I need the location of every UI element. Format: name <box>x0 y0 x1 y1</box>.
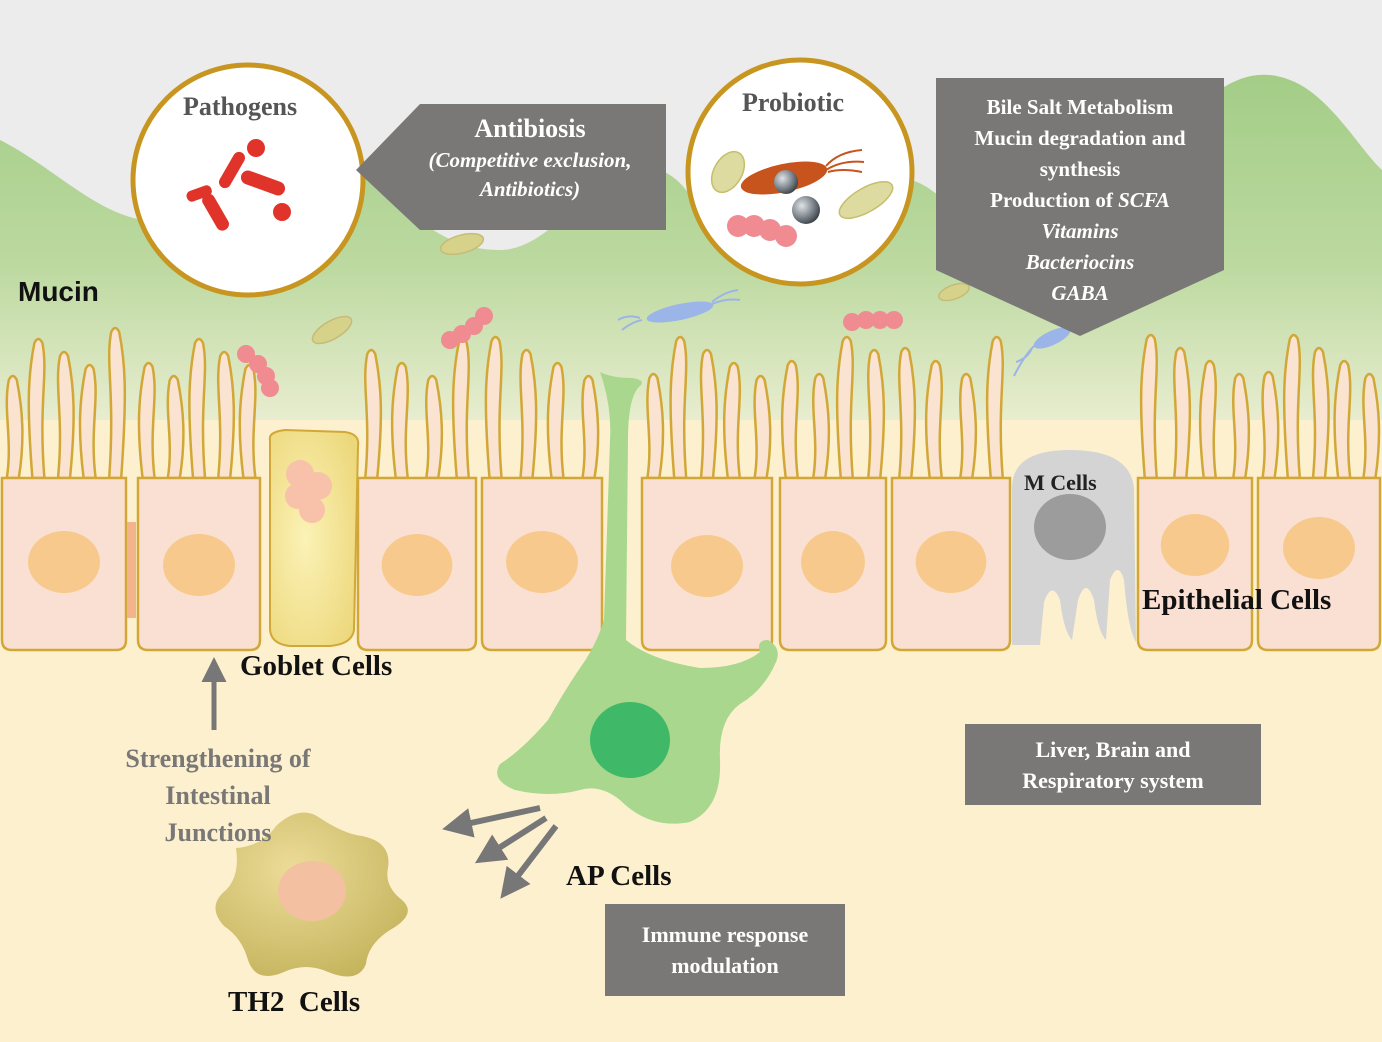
functions-line3: synthesis <box>1039 157 1121 181</box>
antibiosis-title: Antibiosis <box>474 114 586 143</box>
ap-cell <box>497 372 778 824</box>
pathogens-label: Pathogens <box>183 92 298 121</box>
probiotic-label: Probiotic <box>742 88 845 117</box>
antibiosis-line1: (Competitive exclusion, <box>428 148 632 172</box>
goblet-cell <box>268 428 360 647</box>
functions-line5: Vitamins <box>1041 219 1119 243</box>
organs-box-line2: Respiratory system <box>1022 767 1204 793</box>
probiotic-circle <box>685 57 915 287</box>
cell-nucleus <box>1283 517 1355 579</box>
probiotic-bacteria <box>710 149 894 247</box>
cell-nucleus <box>506 531 578 593</box>
functions-line4-em: SCFA <box>1118 188 1170 212</box>
free-bacteria <box>237 232 1071 397</box>
functions-line4-prefix: Production of <box>990 188 1119 212</box>
cell-nucleus <box>381 534 453 596</box>
functions-box-shape <box>936 78 1224 336</box>
m-cells-label: M Cells <box>1024 470 1097 495</box>
epithelial-cell-row <box>0 476 1382 652</box>
immune-box: Immune response modulation <box>605 904 845 996</box>
th2-cells-label: TH2 Cells <box>228 986 361 1018</box>
cell-nucleus <box>1160 514 1230 576</box>
functions-line2: Mucin degradation and <box>974 126 1186 150</box>
organs-box-line1: Liver, Brain and <box>1035 736 1191 762</box>
functions-line4: Production of SCFA <box>936 185 1224 216</box>
functions-line7: GABA <box>1051 281 1109 305</box>
antibiosis-box <box>356 104 666 230</box>
immune-box-line1: Immune response <box>641 922 809 947</box>
organs-box: Liver, Brain and Respiratory system <box>965 724 1261 805</box>
strengthening-line1: Strengthening of <box>125 744 311 773</box>
strengthening-line3: Junctions <box>164 818 272 847</box>
tight-junction <box>127 522 136 618</box>
functions-line6: Bacteriocins <box>1025 250 1135 274</box>
antibiosis-line2: Antibiotics) <box>479 177 581 201</box>
pathogens-circle <box>130 62 366 298</box>
cell-nucleus <box>28 531 100 593</box>
th2-cell <box>215 812 408 977</box>
mucin-label: Mucin <box>18 276 99 307</box>
goblet-cells-label: Goblet Cells <box>240 650 393 682</box>
strengthening-line2: Intestinal <box>165 781 271 810</box>
cell-nucleus <box>801 531 865 593</box>
mucin-layer <box>0 74 1382 420</box>
m-cell <box>1012 450 1136 645</box>
cell-nucleus <box>671 535 743 597</box>
cell-nucleus <box>163 534 235 596</box>
ap-cells-label: AP Cells <box>566 860 672 892</box>
strengthening-label: Strengthening of Intestinal Junctions <box>100 740 336 851</box>
cell-nucleus <box>915 531 987 593</box>
microvilli <box>5 326 1381 480</box>
functions-text: Bile Salt Metabolism Mucin degradation a… <box>936 92 1224 309</box>
ap-cell-signal-arrows <box>442 805 559 899</box>
immune-box-line2: modulation <box>671 953 779 978</box>
antibiosis-text: Antibiosis (Competitive exclusion, Antib… <box>400 114 660 202</box>
pathogen-bacteria <box>186 139 291 231</box>
epithelial-cells-label: Epithelial Cells <box>1142 584 1332 616</box>
functions-line1: Bile Salt Metabolism <box>986 95 1174 119</box>
